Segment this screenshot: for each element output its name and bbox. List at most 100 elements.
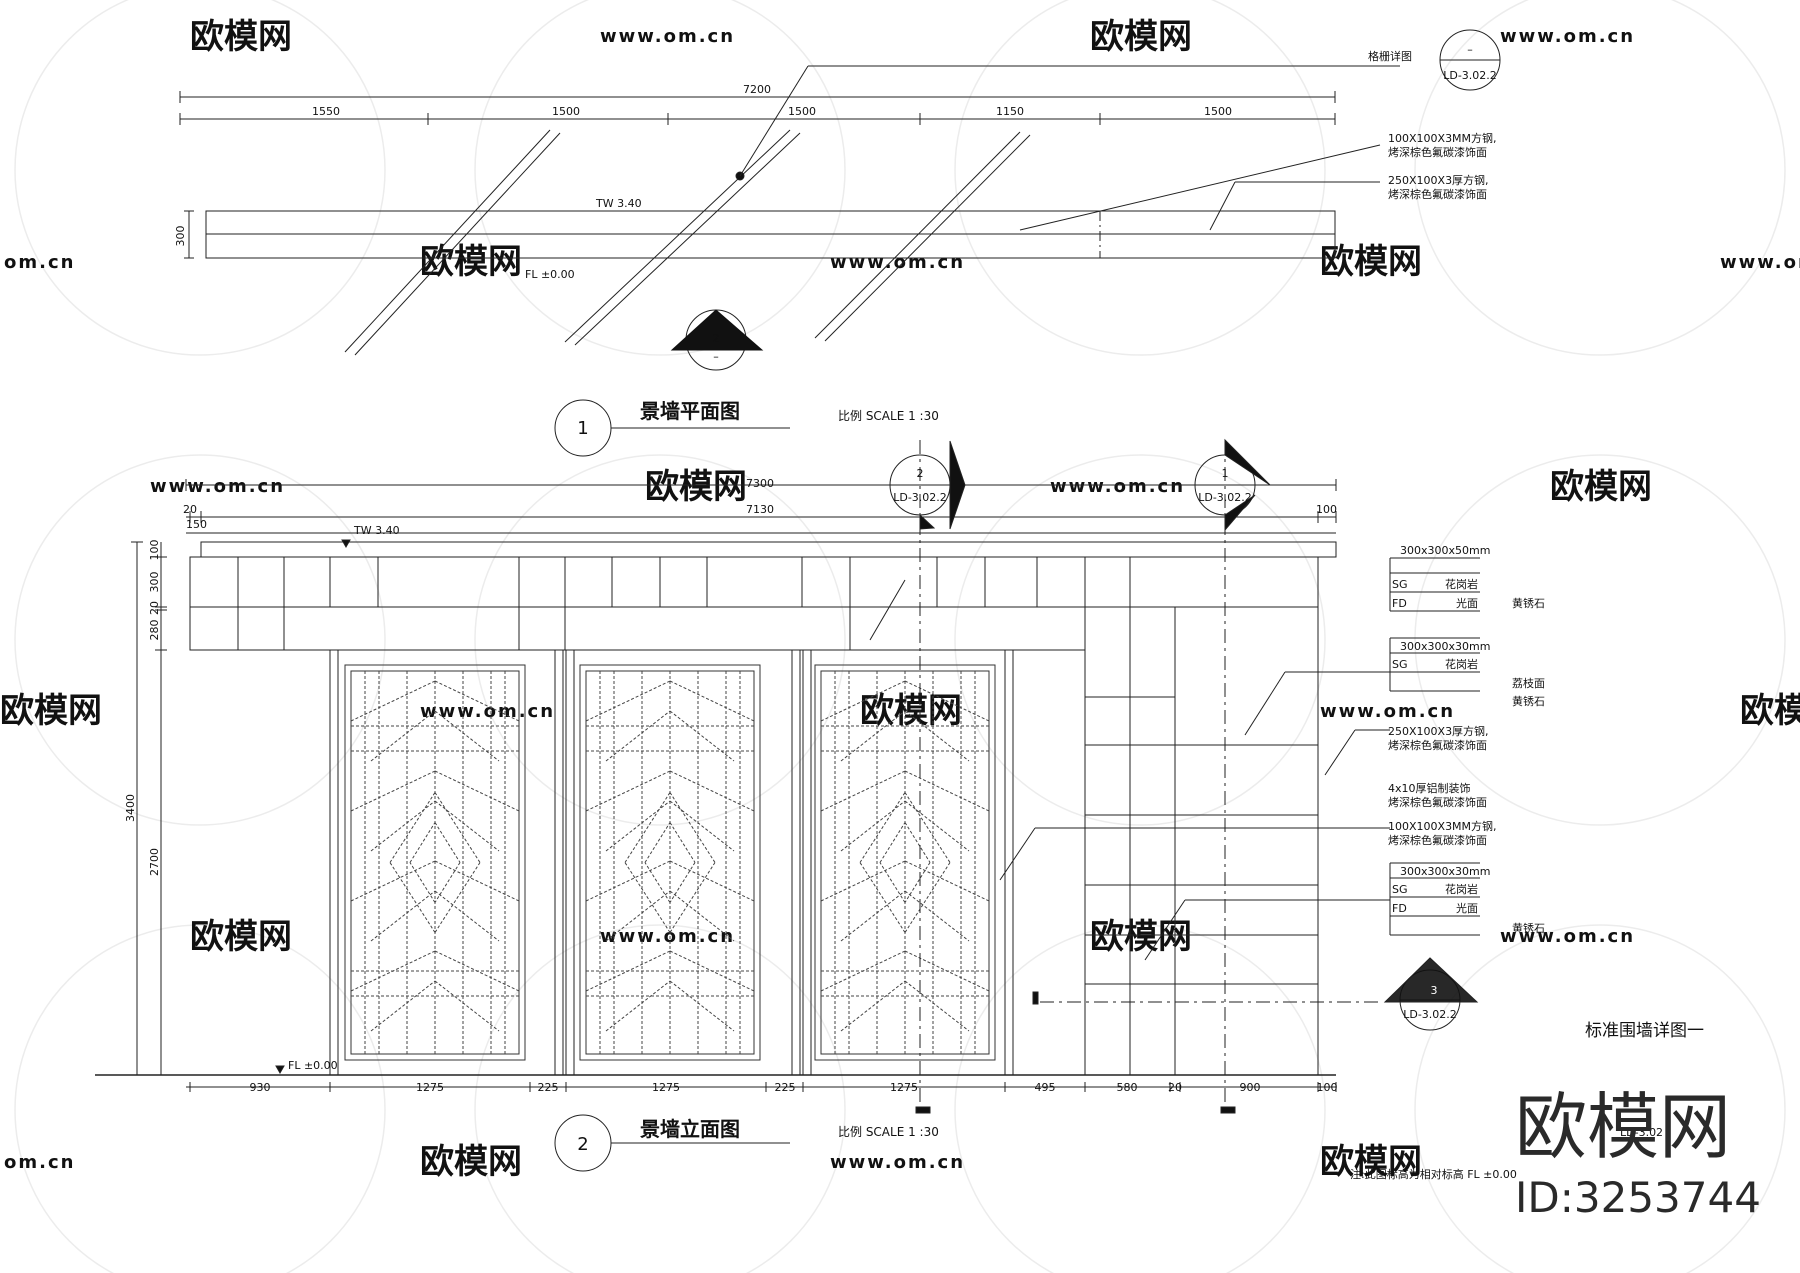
elevation-index: 2 [577, 1134, 588, 1155]
elev-bottom-dim: 1275 [416, 1081, 444, 1094]
grille-bar [840, 980, 906, 1032]
watermark-url: www.om.cn [1720, 252, 1800, 273]
elevation-title: 景墙立面图 [640, 1117, 740, 1141]
watermark-url: www.om.cn [1050, 476, 1185, 497]
section-mark-2 [889, 440, 966, 530]
grille-bar [409, 862, 436, 903]
grille-bar [904, 890, 970, 942]
elev-fl-label: FL ±0.00 [288, 1059, 338, 1072]
grille-bar [434, 680, 520, 722]
grille-bar [605, 800, 671, 852]
elev-total-dim: 7300 [746, 477, 774, 490]
watermark-logo: 欧模网 [860, 691, 962, 731]
elev-note-line: 烤深棕色氟碳漆饰面 [1388, 833, 1487, 847]
elev-inner-dim: 7130 [746, 503, 774, 516]
plan-dim: 1550 [312, 105, 340, 118]
grille-bar [644, 822, 671, 863]
grille-bar [669, 890, 735, 942]
plan-callout-detail [1439, 29, 1501, 91]
watermark-url: www.om.cn [1320, 701, 1455, 722]
grille-bar [904, 862, 931, 903]
elev-note-line: 烤深棕色氟碳漆饰面 [1388, 738, 1487, 752]
plan-tw-label: TW 3.40 [595, 197, 642, 210]
grille-bar [350, 680, 436, 722]
spec-size: 300x300x30mm [1400, 640, 1490, 653]
elev-bottom-dim: 930 [250, 1081, 271, 1094]
grille-bar [669, 680, 755, 722]
spec-value: 花岗岩 [1445, 657, 1478, 671]
elev-bottom-dim: 225 [538, 1081, 559, 1094]
watermark-url: www.om.cn [830, 252, 965, 273]
spec-material: 黄锈石 [1512, 921, 1545, 935]
watermark-logo: 欧模网 [190, 917, 292, 957]
watermark-url: www.om.cn [600, 26, 735, 47]
elev-height-total: 3400 [124, 794, 137, 822]
grille-bar [904, 822, 931, 863]
pier-courses [1085, 696, 1318, 985]
grille-bar [585, 860, 671, 902]
elev-bottom-dim: 900 [1240, 1081, 1261, 1094]
plan-dim: 1500 [1204, 105, 1232, 118]
grille-bar [879, 862, 906, 903]
spec-finish: 荔枝面 [1512, 676, 1545, 690]
spec-code: FD [1392, 902, 1407, 915]
elev-height-part: 2700 [148, 848, 161, 876]
spec-value: 光面 [1456, 596, 1478, 610]
elevation-scale: 比例 SCALE 1 :30 [838, 1125, 939, 1139]
grille-bar [434, 862, 461, 903]
plan-view [179, 29, 1501, 457]
grille-bar [409, 822, 436, 863]
spec-value: 花岗岩 [1445, 882, 1478, 896]
spec-code: FD [1392, 597, 1407, 610]
grille-bar [669, 862, 716, 933]
plan-dim: 1150 [996, 105, 1024, 118]
height-ticks [155, 556, 167, 651]
plan-note-line: 烤深棕色氟碳漆饰面 [1388, 145, 1487, 159]
plan-grille-bars [344, 129, 1031, 356]
grille-bar [585, 680, 671, 722]
section-mark-3 [1383, 957, 1479, 1031]
elev-bottom-dim: 580 [1117, 1081, 1138, 1094]
watermark-logo: 欧模网 [1090, 17, 1192, 57]
spec-material: 黄锈石 [1512, 694, 1545, 708]
grille-bar [669, 980, 735, 1032]
section-mark-sheet: LD-3.02.2 [893, 491, 947, 504]
grille-bar [840, 890, 906, 942]
grille-bar [370, 980, 436, 1032]
grille-bar [669, 860, 755, 902]
grille-bar [669, 710, 735, 762]
grille-bar [820, 770, 906, 812]
grille-pattern [350, 671, 990, 1054]
section-mark-1 [1194, 438, 1271, 532]
plan-fl-label: FL ±0.00 [525, 268, 575, 281]
grille-bar [434, 710, 500, 762]
grille-bar [434, 980, 500, 1032]
grille-bar [370, 800, 436, 852]
grille-bar [350, 950, 436, 992]
spec-size: 300x300x30mm [1400, 865, 1490, 878]
grille-bar [820, 950, 906, 992]
watermark-url: om.cn [4, 252, 75, 273]
watermark-logo: 欧模网 [420, 1142, 522, 1182]
elev-height-part: 100 [148, 540, 161, 561]
watermark-url: www.om.cn [420, 701, 555, 722]
plan-index: 1 [577, 418, 588, 439]
plan-scale: 比例 SCALE 1 :30 [838, 409, 939, 423]
spec-table-1 [1389, 557, 1480, 612]
watermark-url: www.om.cn [1500, 26, 1635, 47]
elev-note-line: 烤深棕色氟碳漆饰面 [1388, 795, 1487, 809]
elev-note-line: 4x10厚铝制装饰 [1388, 781, 1471, 795]
watermark-logo: 欧模网 [190, 17, 292, 57]
grille-bar [585, 770, 671, 812]
plan-section-mark-2 [670, 309, 764, 371]
elevation-view [95, 438, 1480, 1172]
watermark-logo: 欧模网 [645, 467, 747, 507]
watermark-logo: 欧模网 [1740, 691, 1800, 731]
grille-bar [605, 890, 671, 942]
spec-code: SG [1392, 578, 1408, 591]
grille-bar [624, 862, 671, 933]
brand-stamp: 欧模网 ID:3253744 [1515, 1085, 1761, 1222]
grille-bar [644, 862, 671, 903]
watermark-logo: 欧模网 [1090, 917, 1192, 957]
